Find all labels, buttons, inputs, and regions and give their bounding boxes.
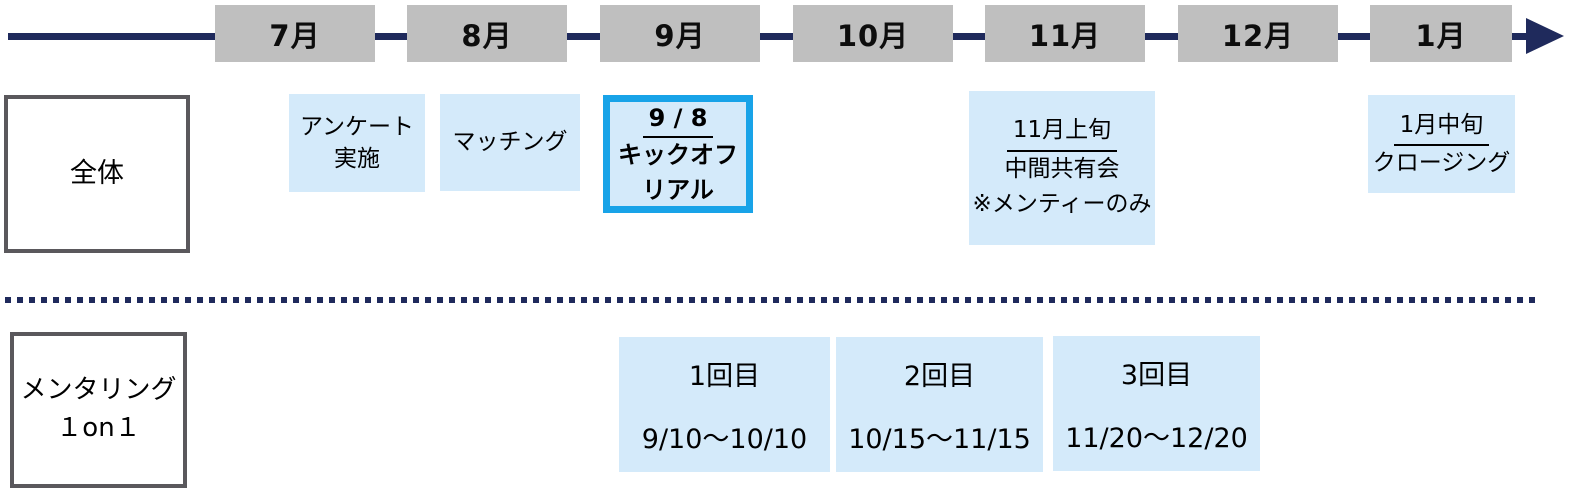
session-box-1: 1回目 9/10～10/10 — [619, 337, 830, 472]
session-box-3: 3回目 11/20～12/20 — [1053, 336, 1260, 471]
session-1-title: 1回目 — [688, 360, 761, 392]
month-box-august: 8月 — [407, 5, 567, 62]
session-box-2: 2回目 10/15～11/15 — [836, 337, 1043, 472]
event-kickoff-line1: キックオフ — [618, 141, 738, 170]
event-survey-line2: 実施 — [334, 146, 380, 172]
month-box-september: 9月 — [600, 5, 760, 62]
month-box-december: 12月 — [1178, 5, 1338, 62]
event-survey-line1: アンケート — [299, 113, 415, 140]
row-label-mentoring-line2: １on１ — [56, 413, 141, 443]
event-kickoff-line2: リアル — [642, 175, 714, 204]
event-midterm-line2: ※メンティーのみ — [972, 191, 1152, 218]
row-separator-dotted-line — [5, 297, 1538, 303]
row-label-mentoring-line1: メンタリング — [20, 375, 177, 406]
event-midterm-sharing: 11月上旬 中間共有会 ※メンティーのみ — [969, 91, 1155, 245]
month-box-november: 11月 — [985, 5, 1145, 62]
row-label-overall-text: 全体 — [70, 158, 124, 190]
event-kickoff-date: 9 / 8 — [642, 101, 714, 139]
event-closing-line1: クロージング — [1372, 149, 1511, 176]
row-label-mentoring-1on1: メンタリング １on１ — [10, 332, 187, 488]
timeline-axis-line — [8, 33, 1540, 40]
month-box-october: 10月 — [793, 5, 953, 62]
event-midterm-line1: 中間共有会 — [1004, 155, 1120, 182]
month-box-january: 1月 — [1370, 5, 1512, 62]
event-closing-date: 1月中旬 — [1393, 108, 1490, 146]
event-survey: アンケート 実施 — [289, 94, 425, 192]
event-kickoff-highlighted: 9 / 8 キックオフ リアル — [603, 95, 753, 213]
event-closing: 1月中旬 クロージング — [1368, 95, 1515, 193]
session-2-title: 2回目 — [903, 360, 976, 392]
month-box-july: 7月 — [215, 5, 375, 62]
timeline-arrow-icon — [1526, 18, 1564, 54]
session-2-period: 10/15～11/15 — [848, 423, 1031, 455]
session-1-period: 9/10～10/10 — [641, 423, 808, 455]
session-3-period: 11/20～12/20 — [1065, 422, 1248, 454]
row-label-overall: 全体 — [4, 95, 190, 253]
event-matching-text: マッチング — [452, 129, 568, 156]
event-midterm-date: 11月上旬 — [1006, 113, 1118, 152]
event-matching: マッチング — [440, 94, 580, 191]
session-3-title: 3回目 — [1120, 359, 1193, 391]
